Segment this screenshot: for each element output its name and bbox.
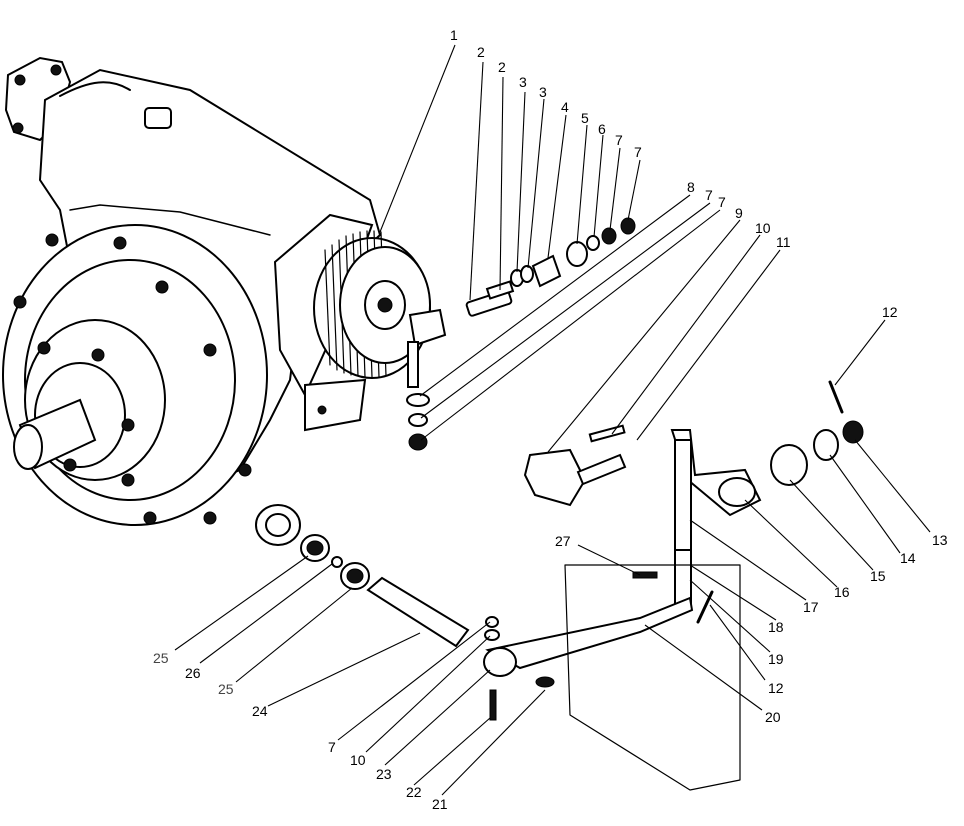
shaft-and-seals	[300, 534, 470, 648]
callout-label: 9	[735, 205, 743, 221]
callout-label: 10	[755, 220, 771, 236]
callout-label: 5	[581, 110, 589, 126]
callout-label: 8	[687, 179, 695, 195]
callout-label: 7	[705, 187, 713, 203]
callout-label: 19	[768, 651, 784, 667]
callout-label: 15	[870, 568, 886, 584]
callout-label: 16	[834, 584, 850, 600]
callout-label: 14	[900, 550, 916, 566]
callout-label: 7	[634, 144, 642, 160]
callout-label: 12	[768, 680, 784, 696]
callout-label: 23	[376, 766, 392, 782]
callout-label: 22	[406, 784, 422, 800]
callout-label: 13	[932, 532, 948, 548]
callout-label: 21	[432, 796, 448, 812]
callout-label: 27	[555, 533, 571, 549]
part-number-labels: 1 2 2 3 3 4 5 6 7 7 8 7 7 9 10 11 12 13 …	[153, 27, 948, 812]
linkage-parts	[483, 380, 864, 721]
callout-label: 10	[350, 752, 366, 768]
callout-label: 17	[803, 599, 819, 615]
leader-lines	[174, 44, 931, 796]
callout-label: 7	[615, 132, 623, 148]
callout-label: 18	[768, 619, 784, 635]
callout-label: 20	[765, 709, 781, 725]
callout-label: 3	[539, 84, 547, 100]
floor-panel-outline	[564, 564, 741, 791]
callout-label: 3	[519, 74, 527, 90]
callout-label: 11	[776, 234, 791, 250]
gearbox-housing	[2, 56, 382, 546]
callout-label: 4	[561, 99, 569, 115]
callout-label: 26	[185, 665, 201, 681]
callout-label: 24	[252, 703, 268, 719]
cover-bolts	[13, 233, 252, 525]
callout-label: 12	[882, 304, 898, 320]
brake-drum-assembly	[273, 213, 447, 432]
callout-label: 1	[450, 27, 458, 43]
callout-label: 25	[153, 650, 169, 666]
callout-label: 2	[477, 44, 485, 60]
callout-label: 25	[218, 681, 234, 697]
callout-label: 2	[498, 59, 506, 75]
callout-label: 7	[328, 739, 336, 755]
callout-label: 6	[598, 121, 606, 137]
callout-label: 7	[718, 194, 726, 210]
